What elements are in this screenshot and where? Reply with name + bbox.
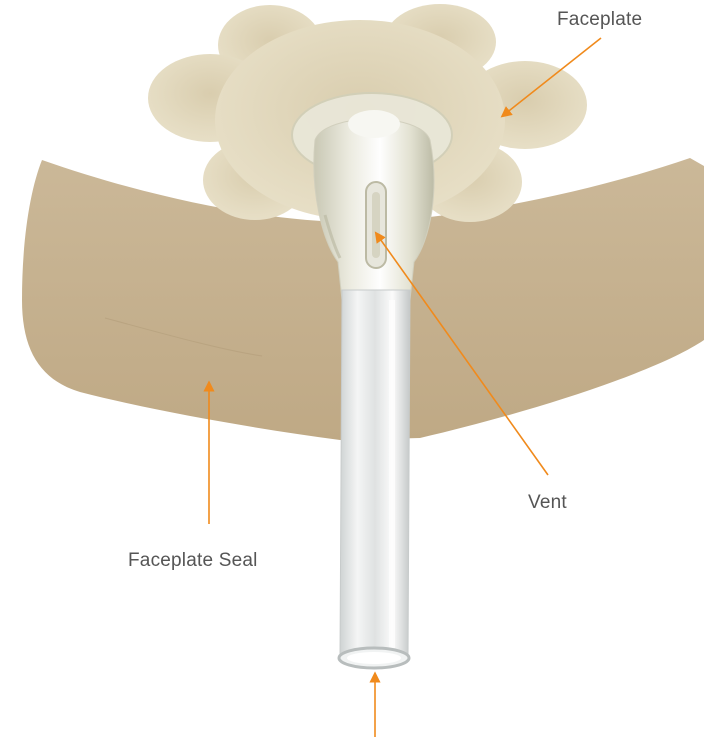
vent-label: Vent: [528, 492, 567, 514]
vent-slot-inner: [372, 192, 380, 258]
faceplate-seal-label: Faceplate Seal: [128, 550, 258, 572]
tube-end-inner: [347, 652, 401, 664]
faceplate-label: Faceplate: [557, 9, 642, 31]
connector-top-opening: [348, 110, 400, 138]
tube-body: [340, 290, 410, 658]
